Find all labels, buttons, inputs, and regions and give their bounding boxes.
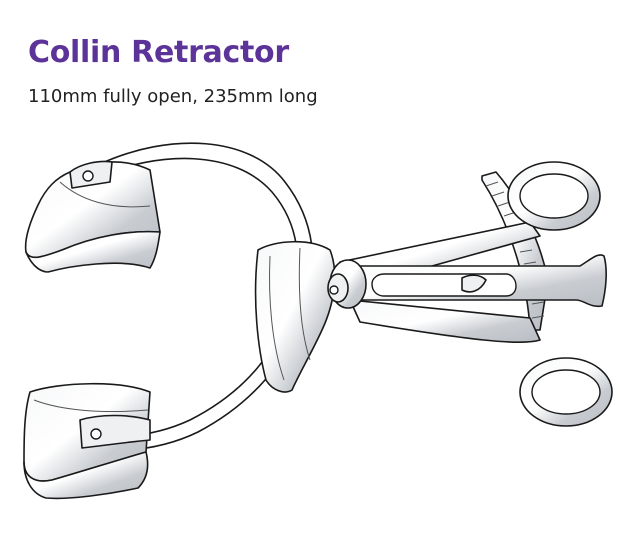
page-title: Collin Retractor — [28, 35, 289, 70]
pivot-hole-icon — [90, 428, 102, 440]
pivot-hole-icon — [82, 170, 94, 182]
handle-arms — [335, 221, 607, 344]
lower-blade — [23, 382, 151, 500]
finger-ring-upper — [507, 161, 601, 231]
upper-blade — [24, 160, 161, 273]
finger-ring-lower — [519, 357, 613, 427]
thumb-screw — [327, 259, 367, 309]
central-saddle — [254, 240, 336, 393]
page-subtitle: 110mm fully open, 235mm long — [28, 86, 318, 107]
